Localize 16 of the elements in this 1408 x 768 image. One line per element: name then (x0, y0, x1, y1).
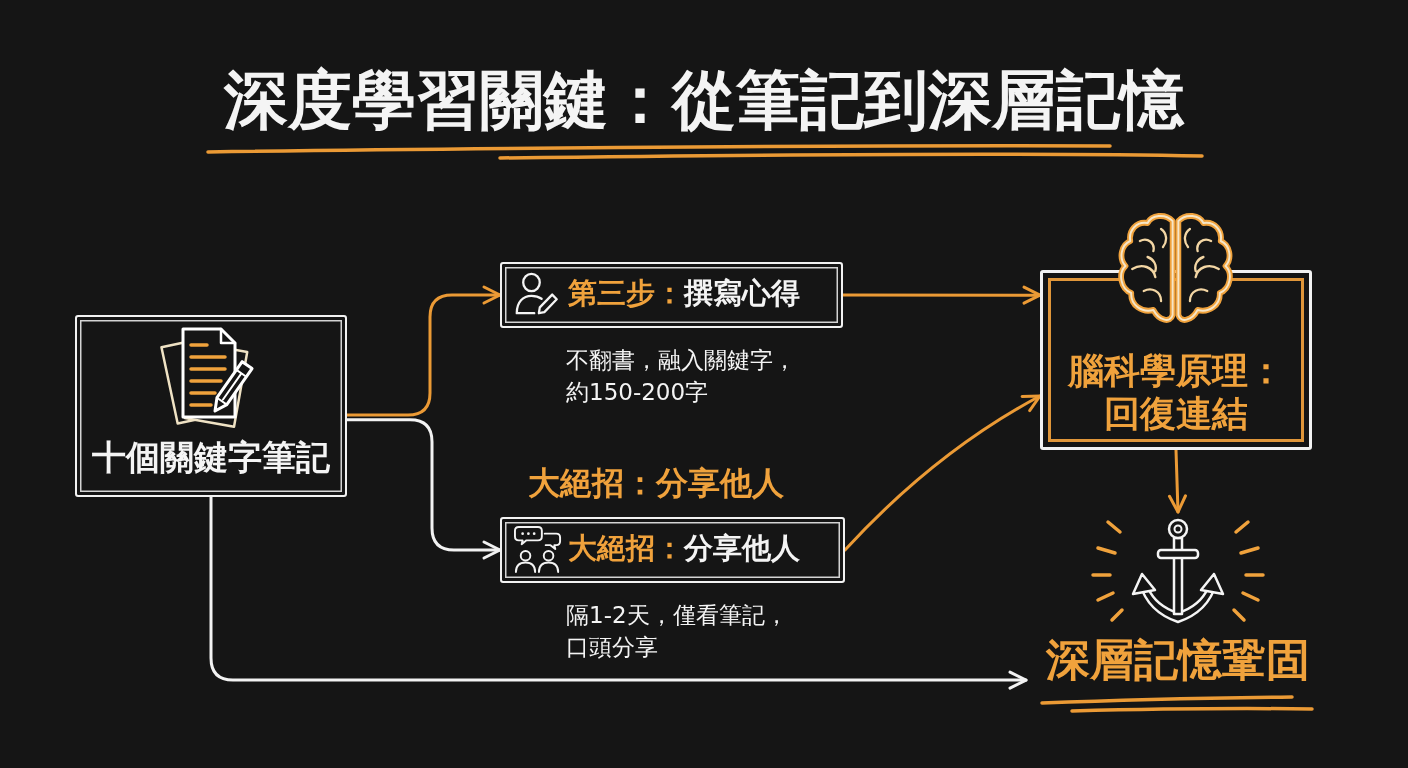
note-text: 不翻書，融入關鍵字，約150-200字 (566, 346, 797, 408)
arrow (345, 285, 502, 417)
node-title: 十個關鍵字筆記 (92, 437, 330, 478)
page-title: 深度學習關鍵：從筆記到深層記憶 (224, 62, 1184, 139)
note-text: 隔1-2天，僅看筆記，口頭分享 (566, 601, 789, 663)
arrow (841, 285, 1042, 305)
heading: 大絕招：分享他人 (528, 464, 784, 503)
node-title: 腦科學原理：回復連結 (1066, 349, 1285, 436)
process-box (75, 315, 347, 497)
arrow (345, 418, 502, 560)
arrow (209, 495, 1028, 690)
step-title: 第三步：撰寫心得 (568, 276, 800, 311)
step-title: 大絕招：分享他人 (568, 531, 800, 566)
arrow (1168, 448, 1187, 514)
arrow (843, 394, 1042, 552)
node-title: 深層記憶鞏固 (1046, 634, 1310, 687)
